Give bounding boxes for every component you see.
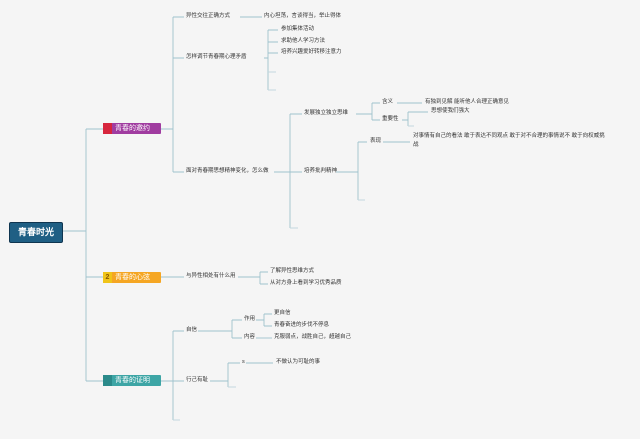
topic-node[interactable]: 自信 <box>186 327 198 333</box>
branch-label: 青春的心弦 <box>115 274 150 281</box>
topic-node[interactable]: 培养兴趣爱好转移注意力 <box>281 49 342 55</box>
topic-node[interactable]: 求助他人学习方法 <box>281 38 326 44</box>
topic-node[interactable]: 含义 <box>382 99 394 105</box>
topic-node[interactable]: 培养批判精神 <box>304 168 338 174</box>
topic-node[interactable]: 发展独立独立思维 <box>304 110 349 116</box>
branch-number-badge: 2 <box>103 272 112 283</box>
topic-node[interactable]: 更自信 <box>274 310 291 316</box>
topic-node[interactable]: 参加集体活动 <box>281 26 315 32</box>
branch-number-badge <box>103 123 112 134</box>
topic-node[interactable]: 面对青春期思想精神变化，怎么做 <box>186 168 269 174</box>
branch-label: 青春的邀约 <box>115 125 150 132</box>
branch-proof[interactable]: 青春的证明 <box>103 375 161 386</box>
topic-node[interactable]: 对事情有自己的看法 敢于表达不同观点 敢于对不合理的事情说不 敢于向权威挑 <box>413 133 605 139</box>
topic-node[interactable]: 从对方身上看到学习优秀品质 <box>270 280 342 286</box>
topic-node[interactable]: 思想使我们强大 <box>431 108 470 114</box>
branch-invitation[interactable]: 青春的邀约 <box>103 123 161 134</box>
topic-node[interactable]: 异性交往正确方式 <box>186 13 231 19</box>
topic-node[interactable]: 内容 <box>244 334 256 340</box>
topic-node[interactable]: 了解异性思维方式 <box>270 268 315 274</box>
topic-node[interactable]: 不做认为可耻的事 <box>276 359 321 365</box>
branch-heartstrings[interactable]: 2 青春的心弦 <box>103 272 161 283</box>
branch-label: 青春的证明 <box>115 377 150 384</box>
topic-node[interactable]: 克服弱点，战胜自己，超越自己 <box>274 334 352 340</box>
topic-node[interactable]: 内心坦荡，言谈得当，举止得体 <box>264 13 342 19</box>
topic-node[interactable]: 作用 <box>244 316 256 322</box>
topic-node[interactable]: 行己有耻 <box>186 377 209 383</box>
topic-node[interactable]: 与异性相处有什么用 <box>186 273 236 279</box>
topic-node[interactable]: s <box>242 359 245 365</box>
topic-node-continuation: 战 <box>413 142 419 148</box>
root-node[interactable]: 青春时光 <box>9 222 63 243</box>
topic-node[interactable]: 有独到见解 能听他人合理正确意见 <box>425 99 510 105</box>
topic-node[interactable]: 怎样调节青春期心理矛盾 <box>186 54 247 60</box>
topic-node[interactable]: 青春奋进的步伐不停息 <box>274 322 330 328</box>
topic-node[interactable]: 表现 <box>370 138 382 144</box>
branch-number-badge <box>103 375 112 386</box>
topic-node[interactable]: 重要性 <box>382 116 399 122</box>
